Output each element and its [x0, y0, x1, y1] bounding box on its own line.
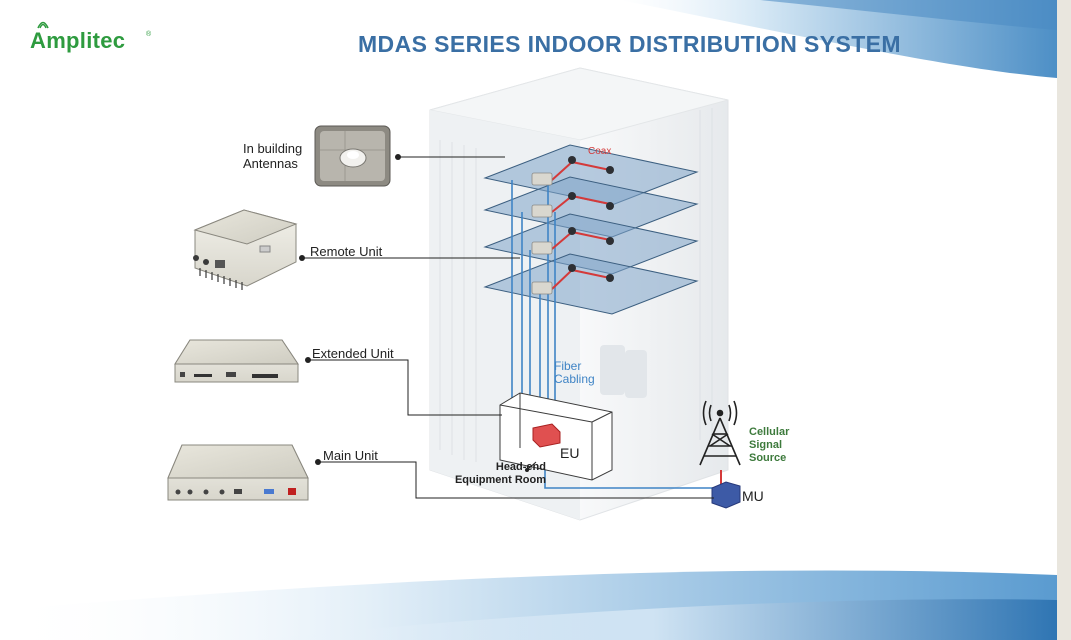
eu-label: EU: [560, 445, 580, 461]
page-title: MDAS SERIES INDOOR DISTRIBUTION SYSTEM: [358, 31, 901, 57]
mu-device: [711, 481, 741, 509]
floor-4: [483, 253, 699, 315]
remote-units-in-building: [531, 172, 553, 295]
floor-antennas: [568, 156, 614, 282]
floor-plates: [483, 144, 699, 315]
remote-unit-label: Remote Unit: [310, 244, 383, 259]
fiber-cabling-label: Fiber Cabling: [554, 359, 595, 386]
leader-dots: [299, 154, 529, 472]
mu-label: MU: [742, 488, 764, 504]
antennas-label: In building Antennas: [243, 141, 303, 171]
brand-logo: Amplitec: [30, 28, 126, 53]
coax-label: Coax: [588, 146, 612, 157]
cell-tower-icon: [699, 400, 741, 466]
cellular-signal-label: Cellular Signal Source: [749, 426, 790, 464]
extended-unit-photo: [174, 339, 299, 383]
right-edge-strip: [1057, 0, 1071, 640]
head-end-room: [499, 392, 613, 481]
remote-unit-photo: [193, 209, 298, 290]
head-end-label: Head-end Equipment Room: [454, 461, 546, 486]
main-unit-label: Main Unit: [323, 448, 378, 463]
extended-unit-label: Extended Unit: [312, 346, 394, 361]
leader-lines: [302, 156, 714, 499]
brand-registered-mark: ®: [146, 31, 152, 38]
eu-device: [532, 423, 561, 448]
antenna-photo: [314, 125, 391, 187]
main-unit-photo: [167, 444, 309, 501]
brand-signal-icon: [37, 21, 49, 29]
